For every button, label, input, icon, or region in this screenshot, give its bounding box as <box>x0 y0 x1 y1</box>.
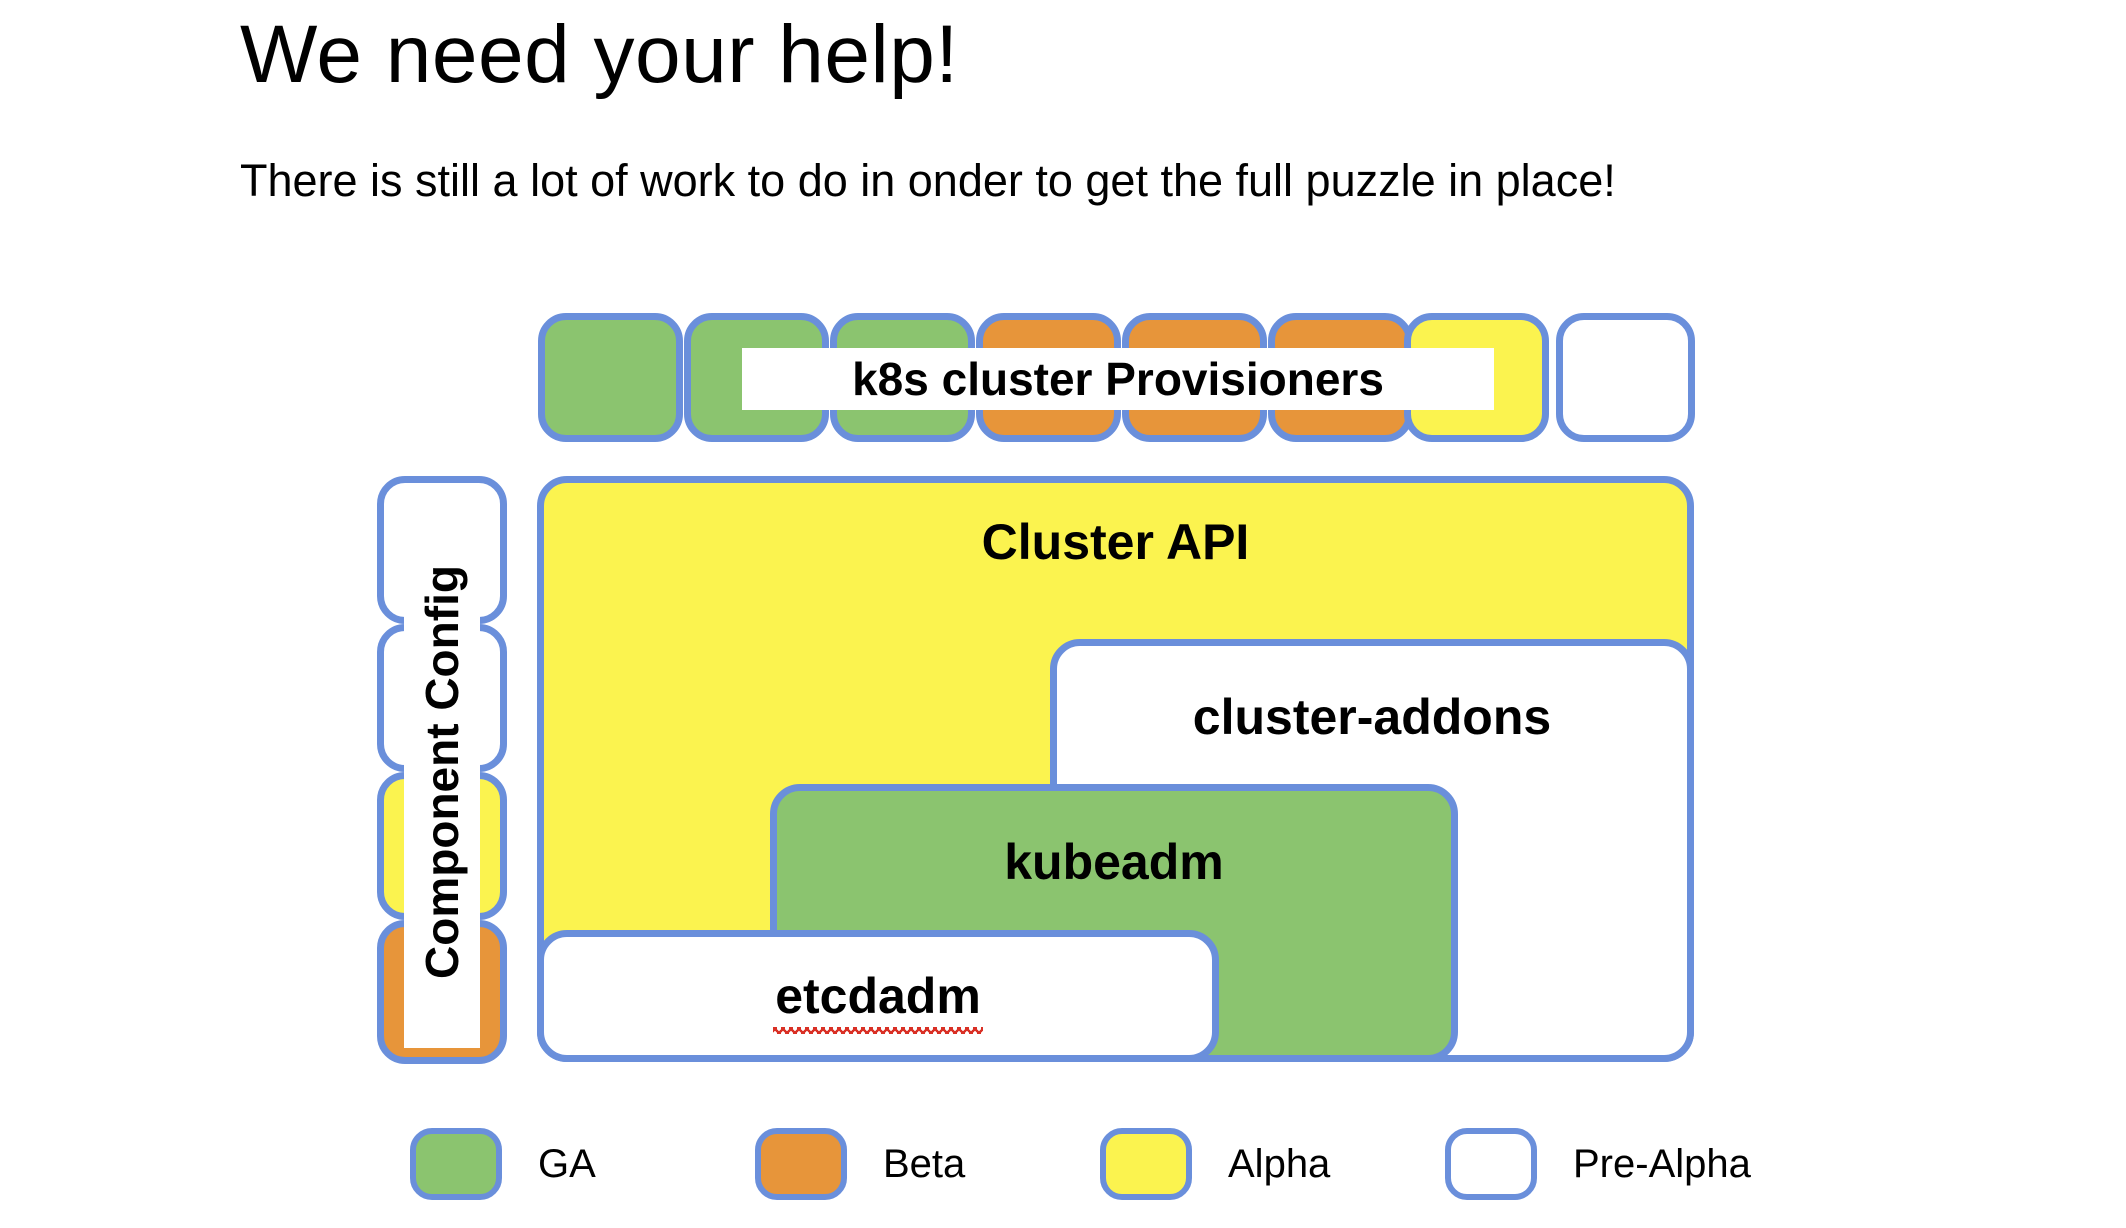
provisioner-tile-8 <box>1556 313 1695 442</box>
legend-label-ga: GA <box>538 1141 596 1186</box>
legend-item-prealpha: Pre-Alpha <box>1445 1128 1790 1200</box>
legend-swatch-alpha <box>1100 1128 1192 1200</box>
legend-swatch-beta <box>755 1128 847 1200</box>
page-title: We need your help! <box>240 9 959 100</box>
etcdadm-label: etcdadm <box>544 967 1212 1034</box>
etcdadm-box: etcdadm <box>537 930 1219 1062</box>
legend-label-beta: Beta <box>883 1141 966 1186</box>
legend-item-ga: GA <box>410 1128 755 1200</box>
legend-item-alpha: Alpha <box>1100 1128 1445 1200</box>
legend-item-beta: Beta <box>755 1128 1100 1200</box>
legend-swatch-prealpha <box>1445 1128 1537 1200</box>
component-config-label: Component Config <box>404 496 480 1048</box>
legend-swatch-ga <box>410 1128 502 1200</box>
provisioner-tile-1 <box>538 313 683 442</box>
legend-label-alpha: Alpha <box>1228 1141 1331 1186</box>
provisioner-row-label: k8s cluster Provisioners <box>742 348 1494 410</box>
etcdadm-label-text: etcdadm <box>773 968 983 1034</box>
component-config-label-text: Component Config <box>416 565 469 979</box>
page-subtitle: There is still a lot of work to do in on… <box>240 155 1616 206</box>
cluster-api-label: Cluster API <box>981 514 1250 570</box>
legend-label-prealpha: Pre-Alpha <box>1573 1141 1751 1186</box>
kubeadm-label: kubeadm <box>1004 834 1224 890</box>
cluster-addons-label: cluster-addons <box>1192 689 1552 745</box>
status-legend: GA Beta Alpha Pre-Alpha <box>410 1128 1790 1200</box>
